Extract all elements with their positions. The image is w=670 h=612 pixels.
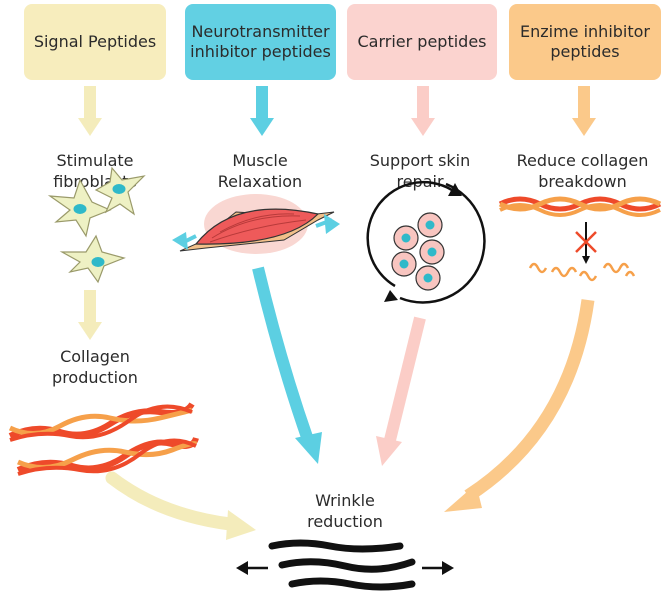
- carrier-peptides-label: Carrier peptides: [357, 32, 487, 51]
- enzyme-to-result-arrow: [444, 299, 595, 512]
- reduce-collagen-breakdown-label: Reduce collagen breakdown: [516, 151, 649, 191]
- muscle-fiber-icon: [172, 194, 340, 254]
- neuro-to-result-arrow: [252, 266, 322, 464]
- fibroblast-cells-icon: [47, 166, 146, 284]
- collagen-production-label: Collagen production: [52, 347, 138, 387]
- carrier-down-arrow: [411, 86, 435, 136]
- collagen-to-result-arrow: [105, 471, 256, 540]
- neurotransmitter-peptides-box: Neurotransmitter inhibitor peptides: [185, 4, 336, 80]
- carrier-peptides-box: Carrier peptides: [347, 4, 497, 80]
- fibroblast-to-collagen-arrow: [78, 290, 102, 340]
- muscle-relaxation-label: Muscle Relaxation: [217, 151, 303, 191]
- neuro-down-arrow: [250, 86, 274, 136]
- wrinkle-lines-icon: [236, 539, 454, 591]
- signal-down-arrow: [78, 86, 102, 136]
- carrier-to-result-arrow: [376, 316, 426, 466]
- neurotransmitter-peptides-label: Neurotransmitter inhibitor peptides: [190, 22, 331, 61]
- enzyme-down-arrow: [572, 86, 596, 136]
- wrinkle-reduction-label: Wrinkle reduction: [307, 491, 383, 531]
- collagen-breakdown-icon: [498, 196, 662, 282]
- signal-peptides-box: Signal Peptides: [24, 4, 166, 80]
- enzyme-inhibitor-peptides-box: Enzime inhibitor peptides: [509, 4, 661, 80]
- enzyme-inhibitor-peptides-label: Enzime inhibitor peptides: [519, 22, 651, 61]
- skin-cells-cycle-icon: [366, 180, 486, 304]
- collagen-fibers-icon: [8, 402, 199, 476]
- signal-peptides-label: Signal Peptides: [33, 32, 157, 51]
